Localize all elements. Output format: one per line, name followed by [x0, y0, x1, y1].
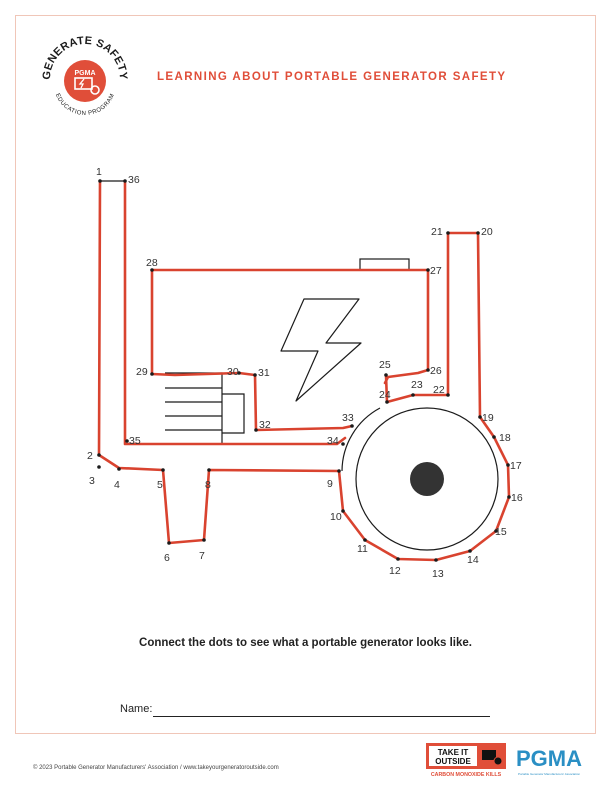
dot-number: 14 — [467, 554, 479, 566]
page-border — [15, 15, 596, 734]
dot-number: 32 — [259, 419, 271, 431]
dot-number: 10 — [330, 511, 342, 523]
dot-number: 11 — [357, 543, 368, 555]
dot-number: 4 — [114, 479, 120, 491]
dot-number: 12 — [389, 565, 401, 577]
dot-to-dot-puzzle: 1 2 3 4 5 6 7 8 9 10 11 12 13 14 15 16 1… — [87, 166, 523, 580]
dot-number: 1 — [96, 166, 102, 178]
dot-number: 25 — [379, 359, 391, 371]
tio-line2: OUTSIDE — [435, 757, 471, 766]
dot-number: 9 — [327, 478, 333, 490]
dot-number: 27 — [430, 265, 442, 277]
dot-number: 23 — [411, 379, 423, 391]
dot-number: 24 — [379, 389, 391, 401]
dot-number: 3 — [89, 475, 95, 487]
take-it-outside-logo: TAKE IT OUTSIDE CARBON MONOXIDE KILLS — [426, 743, 506, 778]
dot-number: 21 — [431, 226, 443, 238]
dot-number: 6 — [164, 552, 170, 564]
generator-engine-hub — [410, 462, 444, 496]
page-title: LEARNING ABOUT PORTABLE GENERATOR SAFETY — [157, 71, 507, 83]
logo-center-text: PGMA — [75, 70, 96, 77]
dot-number: 34 — [327, 435, 339, 447]
dot-number: 18 — [499, 432, 511, 444]
dot-number: 36 — [128, 174, 140, 186]
dot-number: 31 — [258, 367, 270, 379]
dot-number: 15 — [495, 526, 507, 538]
tio-line1: TAKE IT — [438, 748, 469, 757]
pgma-logo: PGMA Portable Generator Manufacturers' A… — [516, 746, 582, 776]
traced-outline — [97, 179, 511, 562]
dot-number: 33 — [342, 412, 354, 424]
dot-number: 17 — [510, 460, 522, 472]
instruction-text: Connect the dots to see what a portable … — [139, 637, 472, 649]
dot-number: 22 — [433, 384, 445, 396]
dot-numbers: 1 2 3 4 5 6 7 8 9 10 11 12 13 14 15 16 1… — [87, 166, 523, 580]
dot-number: 8 — [205, 479, 211, 491]
guide-lines — [100, 180, 499, 551]
dot-number: 35 — [129, 435, 141, 447]
generate-safety-logo: GENERATE SAFETY EDUCATION PROGRAM PGMA — [40, 34, 130, 124]
name-label: Name: — [120, 703, 153, 715]
dot-number: 30 — [227, 366, 239, 378]
pgma-wordmark: PGMA — [516, 746, 582, 771]
tio-tagline: CARBON MONOXIDE KILLS — [431, 772, 502, 778]
pgma-subtitle: Portable Generator Manufacturers' Associ… — [518, 772, 580, 776]
dot-number: 5 — [157, 479, 163, 491]
dot-number: 7 — [199, 550, 205, 562]
dots — [97, 179, 511, 562]
dot-number: 29 — [136, 366, 148, 378]
dot-number: 20 — [481, 226, 493, 238]
dot-number: 19 — [482, 412, 494, 424]
name-input-line[interactable] — [153, 716, 490, 717]
dot-number: 28 — [146, 257, 158, 269]
dot-number: 16 — [511, 492, 523, 504]
generator-icon — [482, 750, 503, 766]
dot-number: 26 — [430, 365, 442, 377]
dot-number: 13 — [432, 568, 444, 580]
generator-icon — [74, 77, 100, 95]
copyright-text: © 2023 Portable Generator Manufacturers'… — [33, 765, 279, 771]
dot-number: 2 — [87, 450, 93, 462]
